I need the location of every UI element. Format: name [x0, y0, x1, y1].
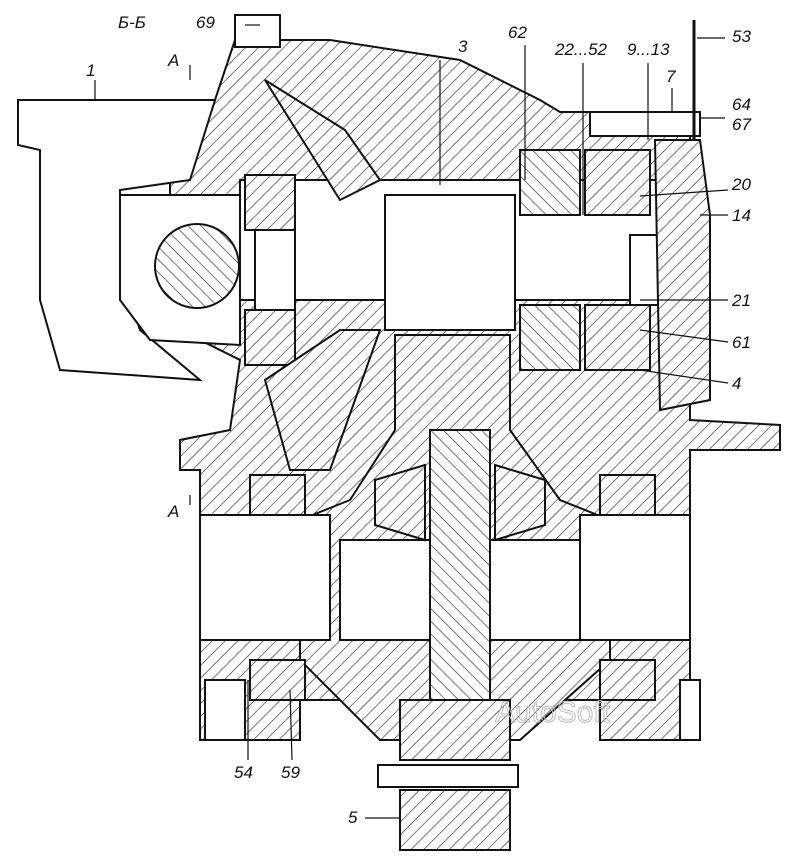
shaft-section — [154, 223, 240, 309]
callout-14: 14 — [732, 206, 751, 225]
watermark: AutoSoft — [495, 696, 611, 729]
section-marker-top: А — [167, 51, 179, 70]
callout-5: 5 — [348, 808, 358, 827]
callout-1: 1 — [86, 61, 95, 80]
callout-20: 20 — [731, 175, 751, 194]
callout-9-13: 9...13 — [627, 40, 670, 59]
callout-59: 59 — [281, 763, 300, 782]
section-label: Б-Б — [118, 13, 146, 32]
leader-lines — [94, 24, 729, 819]
callout-64: 64 — [732, 95, 751, 114]
callout-54: 54 — [234, 763, 253, 782]
callout-22-52: 22...52 — [554, 40, 608, 59]
callout-67: 67 — [732, 115, 751, 134]
callout-62: 62 — [508, 23, 527, 42]
callout-53: 53 — [732, 27, 751, 46]
pinion-assembly — [234, 14, 711, 471]
differential-assembly — [199, 334, 701, 851]
callout-7: 7 — [666, 67, 676, 86]
callout-21: 21 — [731, 291, 751, 310]
section-marker-bottom: А — [167, 502, 179, 521]
callout-4: 4 — [732, 374, 741, 393]
callout-69: 69 — [196, 13, 215, 32]
callout-61: 61 — [732, 333, 751, 352]
callout-3: 3 — [458, 37, 468, 56]
bolt-head — [234, 14, 281, 48]
